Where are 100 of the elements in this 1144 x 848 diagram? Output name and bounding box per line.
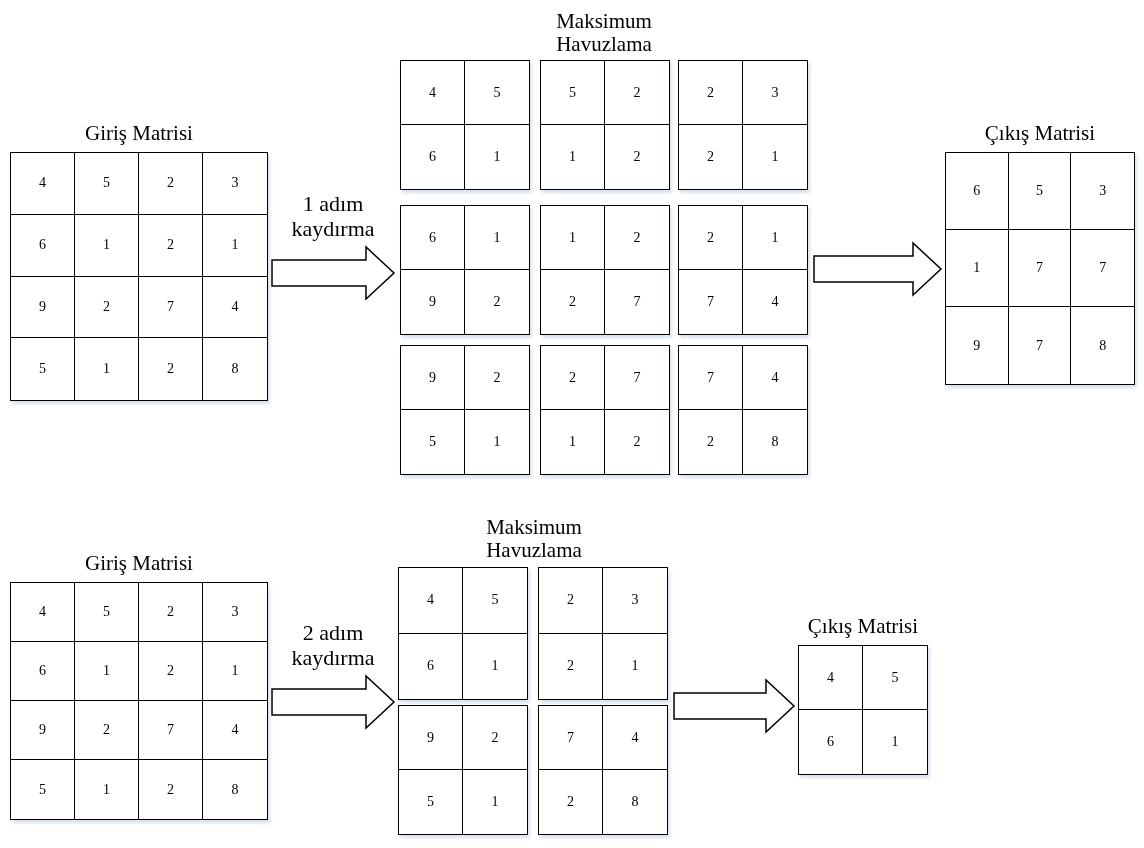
matrix-cell-text: 1 <box>630 657 640 676</box>
matrix-cell-text: 8 <box>770 433 780 451</box>
block-arrow <box>813 241 943 297</box>
matrix-cell: 3 <box>1071 153 1134 230</box>
matrix-grid <box>540 205 670 335</box>
matrix-cell: 6 <box>11 214 75 277</box>
matrix-cell: 2 <box>463 706 527 770</box>
matrix-cell-text: 1 <box>490 793 500 811</box>
matrix-cell: 2 <box>465 346 529 410</box>
matrix-cell-text: 2 <box>492 293 502 311</box>
matrix-cell-text: 1 <box>890 733 900 751</box>
matrix-cell: 2 <box>139 642 203 701</box>
matrix-grid <box>400 345 530 475</box>
matrix-cell: 3 <box>603 568 667 634</box>
matrix-grid <box>538 567 668 700</box>
matrix-cell: 2 <box>679 206 743 270</box>
matrix-cell: 9 <box>946 307 1009 384</box>
matrix-cell: 1 <box>541 410 605 474</box>
matrix-cell: 1 <box>203 642 267 701</box>
matrix-cell: 4 <box>799 646 863 710</box>
block-arrow <box>673 678 796 734</box>
matrix-cell-text: 1 <box>492 433 502 451</box>
matrix-cell: 2 <box>139 338 203 400</box>
matrix-cell: 7 <box>679 346 743 410</box>
matrix-grid <box>540 60 670 190</box>
block-arrow <box>271 674 396 730</box>
matrix-cell: 5 <box>11 760 75 819</box>
matrix-grid <box>678 345 808 475</box>
matrix-cell-text: 2 <box>632 433 642 451</box>
matrix-cell: 5 <box>1008 153 1072 230</box>
matrix-cell-text: 8 <box>230 780 240 799</box>
matrix-cell: 5 <box>75 153 139 215</box>
matrix-cell: 5 <box>863 646 927 710</box>
matrix-cell: 1 <box>75 760 139 819</box>
matrix-cell: 1 <box>75 642 139 701</box>
matrix-cell-text: 8 <box>1098 336 1108 355</box>
matrix-cell: 2 <box>541 346 605 410</box>
matrix-cell: 1 <box>75 214 139 277</box>
matrix-cell-text: 2 <box>632 148 642 166</box>
matrix-grid <box>678 60 808 190</box>
matrix-cell-text: 8 <box>630 793 640 811</box>
matrix-cell: 2 <box>139 153 203 215</box>
matrix-cell: 2 <box>139 214 203 277</box>
matrix-cell: 2 <box>679 125 743 189</box>
matrix-cell: 7 <box>139 276 203 339</box>
matrix-cell: 1 <box>203 214 267 277</box>
matrix-grid <box>398 567 528 700</box>
matrix-cell: 4 <box>203 276 267 339</box>
matrix-cell: 1 <box>946 230 1009 307</box>
matrix-cell: 4 <box>401 61 465 125</box>
matrix-title: Giriş Matrisi <box>84 552 194 575</box>
matrix-cell: 7 <box>1071 230 1134 307</box>
matrix-cell: 9 <box>11 276 75 339</box>
matrix-cell: 4 <box>11 153 75 215</box>
matrix-cell: 1 <box>743 206 807 270</box>
matrix-cell: 3 <box>743 61 807 125</box>
matrix-cell: 4 <box>203 701 267 760</box>
matrix-cell: 1 <box>541 206 605 270</box>
block-arrow <box>271 245 396 301</box>
matrix-cell: 4 <box>11 583 75 642</box>
matrix-title: Çıkış Matrisi <box>983 122 1097 145</box>
matrix-cell: 6 <box>946 153 1009 230</box>
matrix-cell: 7 <box>1008 230 1072 307</box>
matrix-cell: 9 <box>399 706 463 770</box>
matrix-cell: 1 <box>541 125 605 189</box>
matrix-title: Maksimum Havuzlama <box>485 516 583 562</box>
matrix-cell: 2 <box>539 770 603 834</box>
matrix-cell-text: 1 <box>490 657 500 676</box>
matrix-grid <box>678 205 808 335</box>
matrix-title: Çıkış Matrisi <box>806 615 920 638</box>
matrix-title: Giriş Matrisi <box>84 122 194 145</box>
matrix-cell: 7 <box>679 270 743 334</box>
matrix-cell: 7 <box>139 701 203 760</box>
matrix-cell: 6 <box>799 710 863 774</box>
matrix-cell: 3 <box>203 153 267 215</box>
matrix-cell: 2 <box>679 410 743 474</box>
matrix-cell: 1 <box>75 338 139 400</box>
matrix-cell: 5 <box>541 61 605 125</box>
matrix-cell: 7 <box>1008 307 1072 384</box>
matrix-cell: 2 <box>539 568 603 634</box>
matrix-cell: 6 <box>399 633 463 699</box>
matrix-cell: 2 <box>605 206 669 270</box>
matrix-cell: 5 <box>11 338 75 400</box>
matrix-cell: 2 <box>139 760 203 819</box>
matrix-cell-text: 4 <box>770 293 780 311</box>
matrix-cell: 6 <box>11 642 75 701</box>
matrix-cell: 5 <box>75 583 139 642</box>
matrix-cell: 5 <box>465 61 529 125</box>
matrix-grid <box>400 205 530 335</box>
matrix-cell: 2 <box>75 701 139 760</box>
matrix-cell: 2 <box>75 276 139 339</box>
matrix-cell: 9 <box>11 701 75 760</box>
matrix-cell: 6 <box>401 125 465 189</box>
matrix-cell: 2 <box>541 270 605 334</box>
matrix-title: Maksimum Havuzlama <box>555 10 653 56</box>
matrix-cell: 1 <box>465 206 529 270</box>
matrix-cell: 2 <box>539 633 603 699</box>
matrix-cell: 2 <box>139 583 203 642</box>
matrix-cell: 5 <box>401 410 465 474</box>
matrix-cell: 5 <box>463 568 527 634</box>
